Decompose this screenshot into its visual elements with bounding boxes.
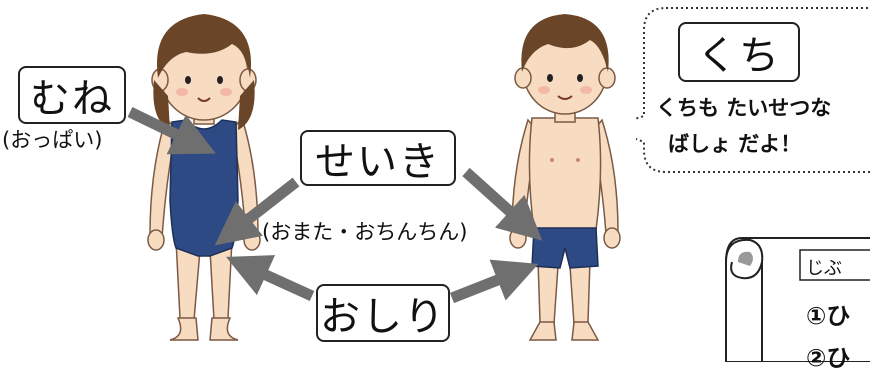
pointer-arrows	[127, 107, 543, 304]
label-chest: むね	[18, 66, 126, 124]
label-genitals-sub: (おまた・おちんちん)	[262, 220, 468, 244]
scroll-card	[725, 237, 870, 362]
illustration-stage: くちも たいせつな ばしょ だよ！ むね (おっぱい) せいき (おまた・おちん…	[2, 7, 870, 372]
scroll-heading: じぶ	[806, 258, 842, 279]
body-parts-illustration	[127, 14, 621, 341]
label-chest-sub: (おっぱい)	[2, 128, 103, 152]
speech-line-2: ばしょ だよ！	[668, 132, 802, 156]
arrow-genital-boy	[462, 167, 543, 241]
label-genitals: せいき	[300, 130, 456, 186]
arrow-bottom-boy	[449, 259, 539, 304]
scroll-item-1: ①ひ	[806, 302, 851, 330]
boy-figure	[509, 14, 621, 341]
arrow-bottom-girl	[225, 255, 315, 302]
label-mouth: くち	[678, 22, 800, 82]
speech-line-1: くちも たいせつな	[656, 96, 832, 120]
arrow-genital-girl	[214, 177, 300, 246]
girl-figure	[147, 14, 261, 341]
label-bottom: おしり	[316, 284, 450, 342]
arrow-chest	[127, 107, 216, 155]
